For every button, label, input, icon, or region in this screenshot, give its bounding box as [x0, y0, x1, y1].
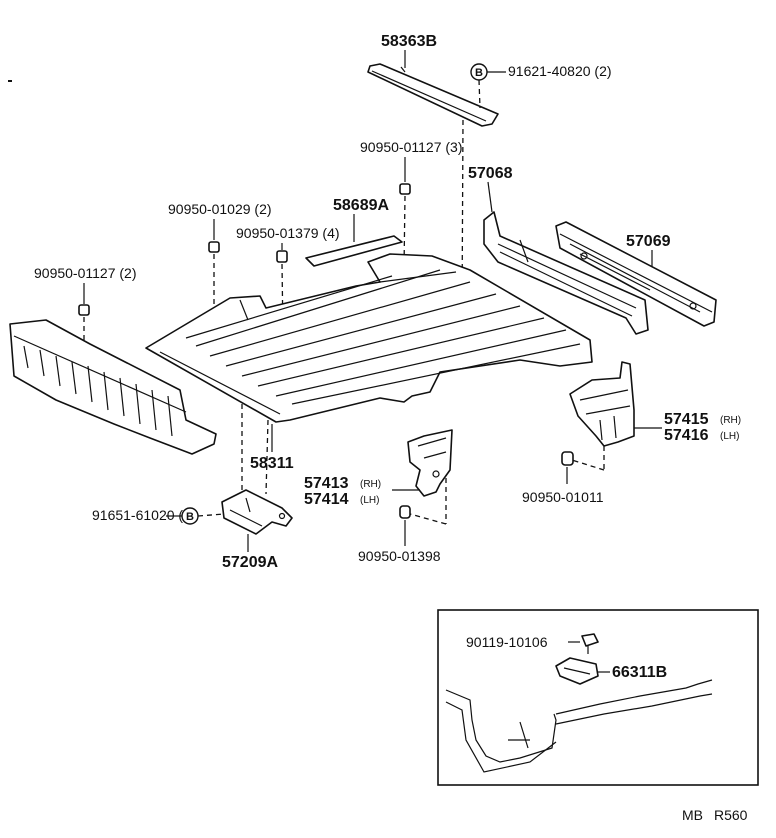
label-90950-01379: 90950-01379 (4)	[236, 225, 340, 241]
clip-90950-01398	[399, 505, 411, 519]
bolt-marker-letter-91621: B	[475, 67, 483, 79]
clip-90950-01029	[208, 241, 220, 253]
label-57416-side: (LH)	[720, 431, 739, 442]
dash-90950-01379	[281, 263, 284, 337]
part-57413-bracket	[407, 429, 453, 497]
label-90950-01011: 90950-01011	[522, 489, 604, 505]
stray-mark	[8, 80, 12, 82]
clip-90950-01011	[561, 451, 574, 466]
inset-floor-section	[445, 679, 713, 773]
label-91621-40820: 91621-40820 (2)	[508, 63, 612, 79]
part-57068-rail	[483, 211, 649, 335]
label-57415-side: (RH)	[720, 415, 741, 426]
label-57413-side: (RH)	[360, 479, 381, 490]
label-90950-01127-3: 90950-01127 (3)	[360, 139, 462, 155]
part-66311b-bracket	[555, 657, 599, 685]
part-57415-bracket	[569, 361, 635, 447]
label-58363b: 58363B	[381, 33, 437, 50]
label-57069: 57069	[626, 233, 671, 250]
part-57069-rail	[555, 221, 717, 327]
footer-ref: R560	[714, 807, 748, 823]
clip-90950-01127-3	[399, 183, 411, 195]
label-90950-01029: 90950-01029 (2)	[168, 201, 272, 217]
dash-90950-01011	[571, 459, 605, 471]
part-left-side-panel	[9, 319, 217, 455]
label-57414: 57414	[304, 491, 349, 508]
part-58689a-bar	[305, 235, 403, 267]
bolt-marker-letter-91651: B	[186, 511, 194, 523]
dash-57209a-right	[265, 419, 269, 495]
clip-90950-01379	[276, 250, 288, 263]
label-90950-01127-2: 90950-01127 (2)	[34, 265, 136, 281]
label-66311b: 66311B	[612, 664, 667, 681]
label-57413: 57413	[304, 475, 349, 492]
bolt-90119-10106	[581, 633, 599, 654]
part-57209a-bracket	[221, 489, 293, 535]
dash-91621	[478, 79, 481, 109]
footer-code: MB	[682, 807, 703, 823]
dash-90950-01398	[409, 513, 447, 525]
label-90950-01398: 90950-01398	[358, 548, 441, 564]
label-90119-10106: 90119-10106	[466, 634, 548, 650]
label-58311: 58311	[250, 455, 294, 472]
label-57414-side: (LH)	[360, 495, 379, 506]
dash-91651	[197, 513, 225, 517]
label-57209a: 57209A	[222, 554, 278, 571]
part-58363b-bracket	[367, 63, 499, 127]
label-57068: 57068	[468, 165, 513, 182]
inset-frame	[437, 609, 759, 786]
leader-57068	[487, 181, 493, 213]
clip-90950-01127-2	[78, 304, 90, 316]
label-58689a: 58689A	[333, 197, 389, 214]
label-57415: 57415	[664, 411, 709, 428]
part-58311-floor-pan	[145, 253, 593, 423]
dash-90950-01127-3	[403, 195, 406, 269]
label-57416: 57416	[664, 427, 709, 444]
label-91651-61020: 91651-61020 (4)	[92, 507, 196, 523]
